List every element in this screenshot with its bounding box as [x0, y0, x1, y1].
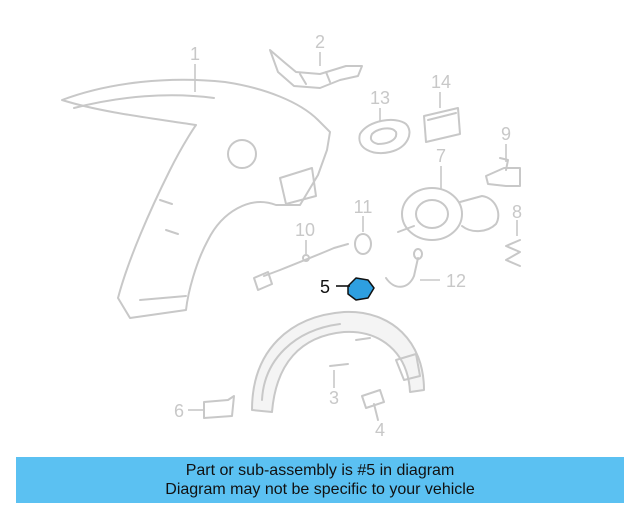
parts-diagram: 1 2 13 14 9 7 8 11 [61, 32, 522, 440]
push-clip-part-4 [361, 389, 385, 421]
info-banner: Part or sub-assembly is #5 in diagram Di… [16, 457, 624, 503]
callout-9: 9 [501, 124, 511, 144]
callout-8: 8 [512, 202, 522, 222]
wheel-liner-part-3 [251, 310, 425, 413]
callout-12: 12 [446, 271, 466, 291]
callout-7: 7 [436, 146, 446, 166]
housing-part-13 [358, 118, 411, 154]
callout-10: 10 [295, 220, 315, 240]
bracket-part-6 [203, 395, 235, 419]
callout-3: 3 [329, 388, 339, 408]
spring-part-8 [505, 239, 521, 267]
callout-5: 5 [320, 277, 330, 297]
callout-11: 11 [354, 197, 373, 217]
quarter-panel-part [61, 78, 331, 319]
callout-14: 14 [431, 72, 451, 92]
hose-part-12 [385, 248, 423, 288]
callout-4: 4 [375, 420, 385, 440]
bracket-part-2 [269, 49, 363, 89]
callout-1: 1 [190, 44, 200, 64]
bracket-part-9 [485, 157, 521, 187]
fuel-door-part-7 [397, 187, 500, 241]
callout-6: 6 [174, 401, 184, 421]
grommet-part-11 [354, 233, 372, 255]
pad-part-14 [423, 107, 461, 143]
cable-part-10 [253, 243, 349, 291]
banner-line-1: Part or sub-assembly is #5 in diagram [185, 462, 455, 479]
callout-2: 2 [315, 32, 325, 52]
callout-13: 13 [370, 88, 390, 108]
clip-part-5 [347, 277, 375, 301]
banner-line-2: Diagram may not be specific to your vehi… [165, 481, 475, 498]
